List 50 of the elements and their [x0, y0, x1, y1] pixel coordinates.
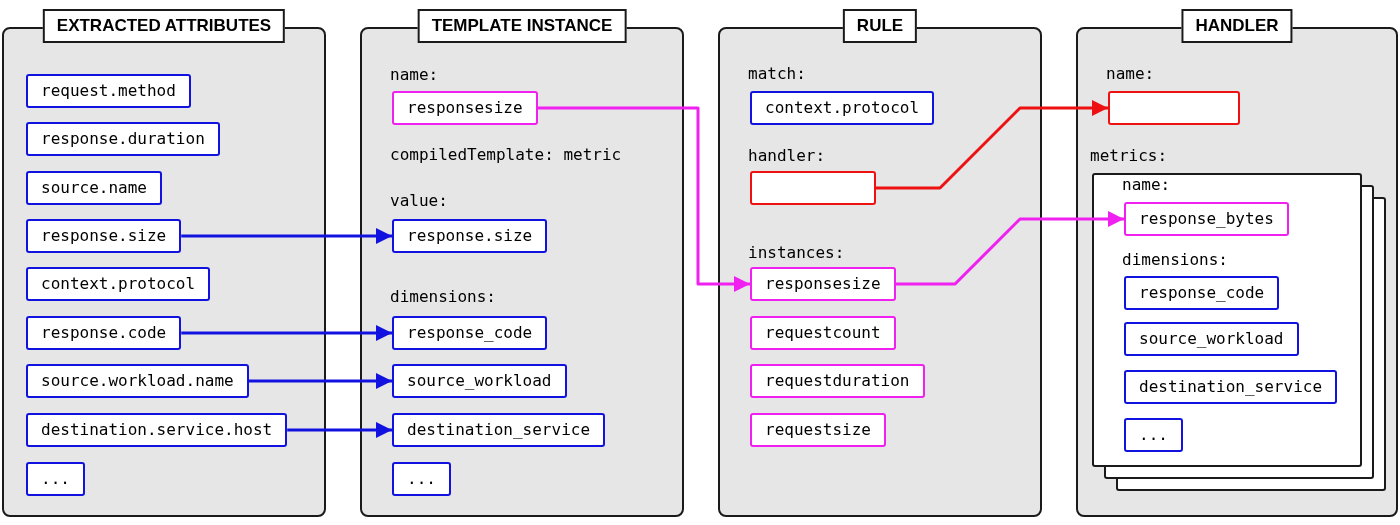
panel-title: TEMPLATE INSTANCE: [417, 9, 627, 43]
attribute-box: responsesize: [392, 91, 538, 125]
field-label: name:: [1106, 63, 1155, 85]
attribute-box: ...: [26, 462, 85, 496]
attribute-box: response.size: [392, 219, 548, 253]
attribute-box: response.size: [26, 219, 182, 253]
attribute-box: requestsize: [750, 413, 886, 447]
arrow: [537, 106, 750, 292]
attribute-box: response.code: [26, 316, 182, 350]
attribute-box: source.name: [26, 171, 162, 205]
field-label: name:: [1122, 174, 1171, 196]
arrow: [248, 373, 392, 389]
field-label: match:: [748, 63, 806, 85]
stacked-cards: [1092, 173, 1386, 491]
arrow: [876, 100, 1108, 190]
arrow: [287, 422, 392, 438]
panel-title: HANDLER: [1181, 9, 1293, 43]
field-label: dimensions:: [390, 286, 496, 308]
attribute-box: responsesize: [750, 267, 896, 301]
field-label: dimensions:: [1122, 249, 1228, 271]
attribute-box: context.protocol: [750, 91, 935, 125]
panel-title: EXTRACTED ATTRIBUTES: [42, 9, 286, 43]
field-label: name:: [390, 64, 439, 86]
attribute-box: source_workload: [392, 364, 567, 398]
attribute-box: requestduration: [750, 364, 925, 398]
attribute-box: request.method: [26, 74, 191, 108]
attribute-box: requestcount: [750, 316, 896, 350]
attribute-box: destination.service.host: [26, 413, 288, 447]
empty-box: [750, 171, 876, 205]
arrow: [895, 211, 1124, 286]
field-label: metrics:: [1090, 145, 1168, 167]
empty-box: [1108, 91, 1240, 125]
field-label: handler:: [748, 145, 826, 167]
attribute-box: response.duration: [26, 122, 220, 156]
attribute-box: response_code: [1124, 276, 1280, 310]
attribute-box: source_workload: [1124, 322, 1299, 356]
field-label: compiledTemplate: metric: [390, 144, 622, 166]
field-label: value:: [390, 190, 448, 212]
field-label: instances:: [748, 242, 845, 264]
attribute-box: ...: [392, 462, 451, 496]
panel-title: RULE: [842, 9, 918, 43]
attribute-box: context.protocol: [26, 267, 211, 301]
attribute-box: response_bytes: [1124, 202, 1289, 236]
arrow: [181, 228, 392, 244]
attribute-box: destination_service: [1124, 370, 1338, 404]
arrow: [181, 325, 392, 341]
attribute-box: ...: [1124, 418, 1183, 452]
attribute-box: destination_service: [392, 413, 606, 447]
attribute-box: source.workload.name: [26, 364, 249, 398]
attribute-box: response_code: [392, 316, 548, 350]
